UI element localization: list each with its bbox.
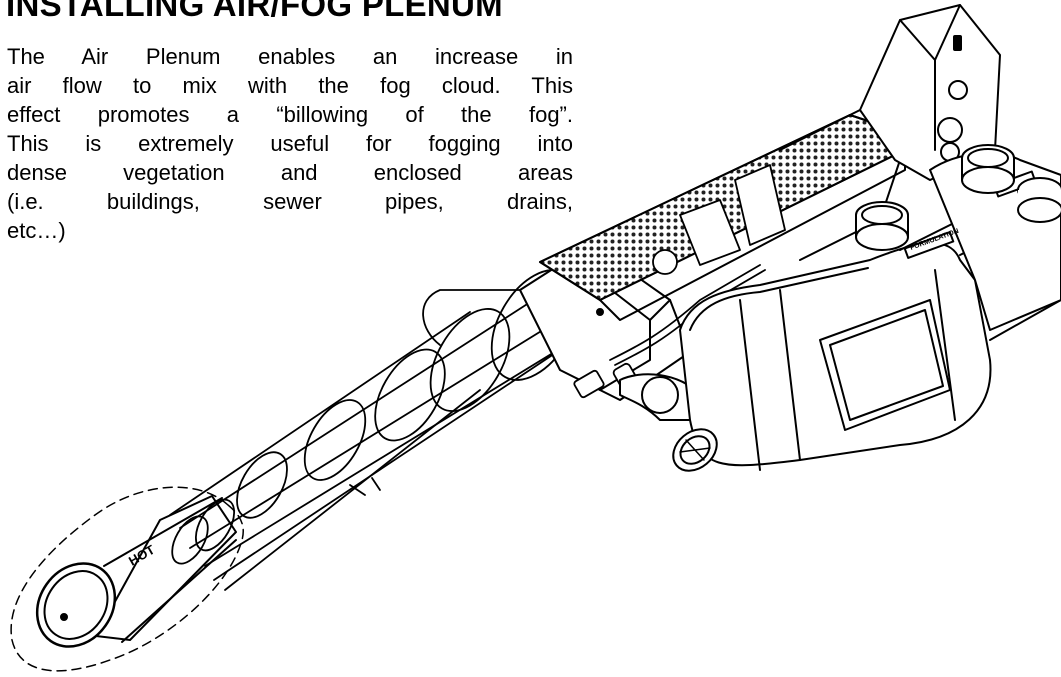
paragraph-line: effect promotes a “billowing of the fog”… xyxy=(7,102,573,127)
fuel-lines xyxy=(573,164,786,399)
plenum-cage xyxy=(169,269,611,591)
tank-cap-top xyxy=(961,144,1015,194)
tank-cap-right xyxy=(1017,177,1061,223)
paragraph-line: dense vegetation and enclosed areas xyxy=(7,160,573,185)
control-box xyxy=(859,4,1001,181)
paragraph-line: This is extremely useful for fogging int… xyxy=(7,131,573,156)
page-title: INSTALLING AIR/FOG PLENUM xyxy=(6,0,503,23)
nozzle-tube: HOT xyxy=(35,495,237,648)
paragraph-line: The Air Plenum enables an increase in xyxy=(7,44,573,69)
chemical-tank xyxy=(679,179,1061,471)
intro-paragraph: The Air Plenum enables an increase in ai… xyxy=(7,42,573,245)
detail-callout-outline xyxy=(10,486,244,672)
paragraph-line: etc…) xyxy=(7,218,66,243)
paragraph-line: air flow to mix with the fog cloud. This xyxy=(7,73,573,98)
paragraph-line: (i.e. buildings, sewer pipes, drains, xyxy=(7,189,573,214)
tank-cap-middle xyxy=(855,201,909,251)
drain-cap xyxy=(672,428,718,472)
